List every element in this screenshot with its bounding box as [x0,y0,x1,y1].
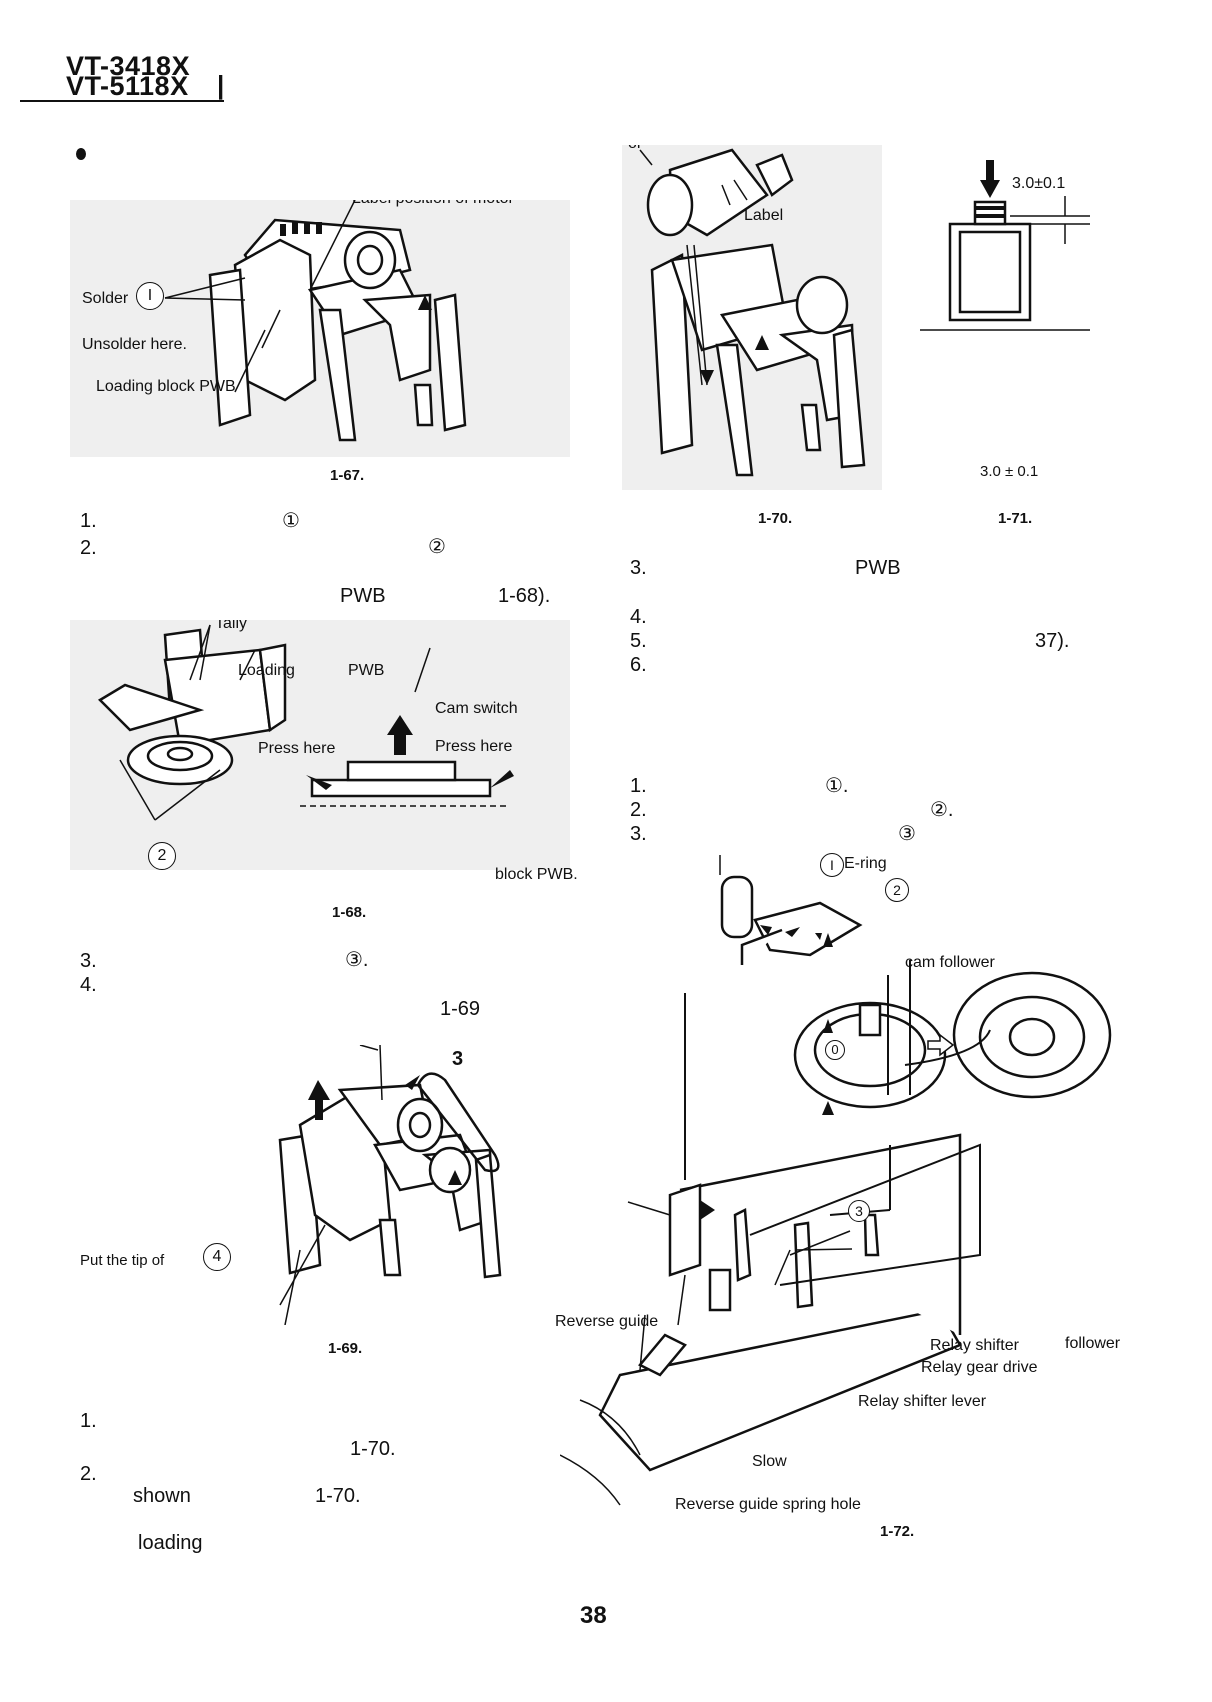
step-c2-figure-ref: 1-70. [315,1485,361,1507]
relay-shifter-label: Relay shifter [930,1337,1019,1354]
loading-label: Loading [238,662,295,679]
relay-gear-drive-label: Relay gear drive [921,1359,1038,1376]
figure-1-68: Tally Loading PWB Cam switch Press here … [70,620,570,870]
text-c-loading: loading [138,1532,203,1554]
figure-1-71-caption: 1-71. [998,510,1033,527]
put-tip-of-label: Put the tip of [80,1252,165,1269]
step-e2-mark: ②. [930,799,954,821]
follower-label: follower [1065,1335,1121,1352]
reverse-guide-spring-hole-label: Reverse guide spring hole [675,1496,861,1513]
step-b4-figure-ref: 1-69 [440,998,481,1020]
step-c1-figure-ref: 1-70. [350,1438,396,1460]
figure-1-69 [240,1045,540,1325]
cam-switch-label: Cam switch [435,700,518,717]
model-number-secondary: VT-5118X [66,71,189,101]
loading-block-pwb-label: Loading block PWB [96,378,236,395]
figure-1-71 [915,160,1095,335]
figure-1-70: or Label [622,145,882,490]
cam-switch-illustration [97,624,514,821]
solder-label: Solder [82,290,129,307]
loading-motor-illustration [164,200,467,442]
step-e3-mark: ③ [898,823,916,845]
belt-removal-illustration [278,1045,502,1325]
fig69-label-3: 3 [452,1048,464,1070]
step-a2-number: 2. [80,537,97,559]
dimension-label-bottom: 3.0 ± 0.1 [980,463,1039,480]
relay-gear-exploded-illustration [559,855,1112,1506]
figure-1-67: Label position of motor Solder I Unsolde… [70,200,570,457]
callout-3: 3 [848,1200,870,1222]
callout-1: I [820,853,844,877]
step-d3-number: 3. [630,557,647,579]
motor-installation-illustration [639,148,866,477]
step-e3-number: 3. [630,823,647,845]
header-bar: | [217,70,225,100]
step-d6-number: 6. [630,654,647,676]
step-d4-number: 4. [630,606,647,628]
slow-label: Slow [752,1453,787,1470]
or-label: or [628,145,642,153]
unsolder-here-label: Unsolder here. [82,336,187,353]
step-c2-number: 2. [80,1463,97,1485]
figure-1-72-caption: 1-72. [880,1523,915,1540]
reverse-guide-label: Reverse guide [555,1313,659,1330]
callout-0: 0 [825,1040,845,1060]
step-d5-number: 5. [630,630,647,652]
text-a-pwb: PWB [340,585,386,607]
callout-2-fig72: 2 [885,878,909,902]
step-c1-number: 1. [80,1410,97,1432]
dimension-label-top: 3.0±0.1 [1012,175,1066,192]
e-ring-label: E-ring [844,855,887,872]
callout-2: 2 [148,842,176,870]
motor-label-label: Label [744,207,784,224]
figure-1-69-caption: 1-69. [328,1340,363,1357]
label-position-of-motor-label: Label position of motor [352,200,514,208]
callout-4: 4 [203,1243,231,1271]
model-number-primary: VT-3418X [66,51,191,81]
tally-label: Tally [215,620,248,632]
cam-follower-label: cam follower [905,954,995,971]
step-e1-number: 1. [630,775,647,797]
pulley-height-illustration [920,160,1090,331]
figure-1-67-caption: 1-67. [330,467,365,484]
page-number: 38 [580,1602,607,1629]
step-b3-mark: ③. [345,949,369,971]
step-b4-number: 4. [80,974,97,996]
step-e2-number: 2. [630,799,647,821]
header-rule [20,100,224,102]
figure-1-70-caption: 1-70. [758,510,793,527]
press-here-right-label: Press here [435,738,513,755]
section-bullet [76,148,86,160]
step-c2-shown: shown [133,1485,191,1507]
step-a2-mark: ② [428,536,446,558]
step-d5-ref: 37). [1035,630,1070,652]
press-here-left-label: Press here [258,740,336,757]
block-pwb-label: block PWB. [495,866,578,883]
step-a1-mark: ① [282,510,300,532]
step-a1-number: 1. [80,510,97,532]
pwb-label: PWB [348,662,385,679]
figure-1-68-caption: 1-68. [332,904,367,921]
step-b3-number: 3. [80,950,97,972]
text-a-figure-ref: 1-68). [498,585,551,607]
relay-shifter-lever-label: Relay shifter lever [858,1393,987,1410]
step-d3-pwb: PWB [855,557,901,579]
figure-1-72 [559,855,1140,1515]
solder-callout-1: I [136,282,164,310]
step-e1-mark: ①. [825,775,849,797]
